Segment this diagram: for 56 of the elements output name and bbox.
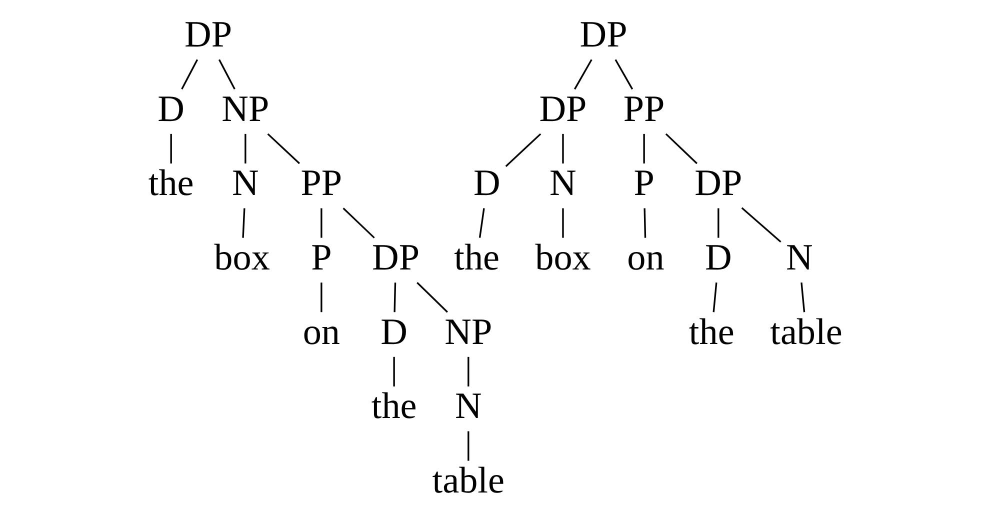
node-text: PP (622, 88, 664, 130)
node-text: PP (300, 163, 342, 204)
node-text: on (302, 312, 340, 353)
node-text: N (786, 237, 812, 278)
node-text: the (688, 312, 734, 353)
connector (562, 134, 564, 164)
node-text: table (770, 312, 842, 353)
node-text: DP (579, 14, 627, 56)
connector (642, 134, 644, 164)
node-text: NP (221, 88, 269, 130)
connector (712, 282, 717, 312)
node-text: N (232, 163, 258, 204)
node-text: box (534, 237, 590, 278)
node-text: box (214, 237, 270, 278)
connector (573, 59, 592, 90)
connector (392, 356, 394, 386)
node-text: the (454, 237, 500, 278)
node-text: P (310, 237, 332, 278)
node-text: the (148, 163, 194, 204)
connector (467, 356, 469, 386)
connector (416, 282, 448, 313)
connector (643, 208, 646, 238)
connector (342, 208, 374, 238)
connector (170, 134, 172, 164)
connector (218, 59, 235, 90)
node-text: on (626, 237, 664, 278)
connector (266, 133, 300, 164)
node-text: DP (538, 88, 586, 130)
node-text: D (380, 312, 407, 353)
connector (393, 282, 396, 312)
connector (664, 133, 697, 164)
connector (244, 134, 246, 164)
node-text: N (454, 386, 482, 428)
connector (800, 282, 805, 312)
connector (504, 133, 541, 167)
node-text: D (704, 237, 732, 278)
connector (320, 208, 322, 238)
node-text: DP (372, 237, 420, 278)
node-text: DP (694, 163, 742, 204)
connector (467, 431, 469, 461)
connector (740, 207, 781, 243)
node-text: D (157, 88, 184, 130)
node-text: D (473, 163, 500, 204)
node-text: the (370, 386, 416, 428)
connector (180, 59, 198, 90)
node-text: table (432, 460, 504, 502)
node-text: DP (184, 14, 232, 56)
node-text: N (549, 163, 576, 204)
connector (320, 282, 322, 312)
connector (478, 208, 484, 238)
connector (717, 208, 719, 238)
connector (242, 208, 245, 238)
connector (614, 59, 633, 90)
node-text: P (633, 163, 654, 204)
connector (562, 208, 564, 238)
node-text: NP (444, 312, 492, 353)
